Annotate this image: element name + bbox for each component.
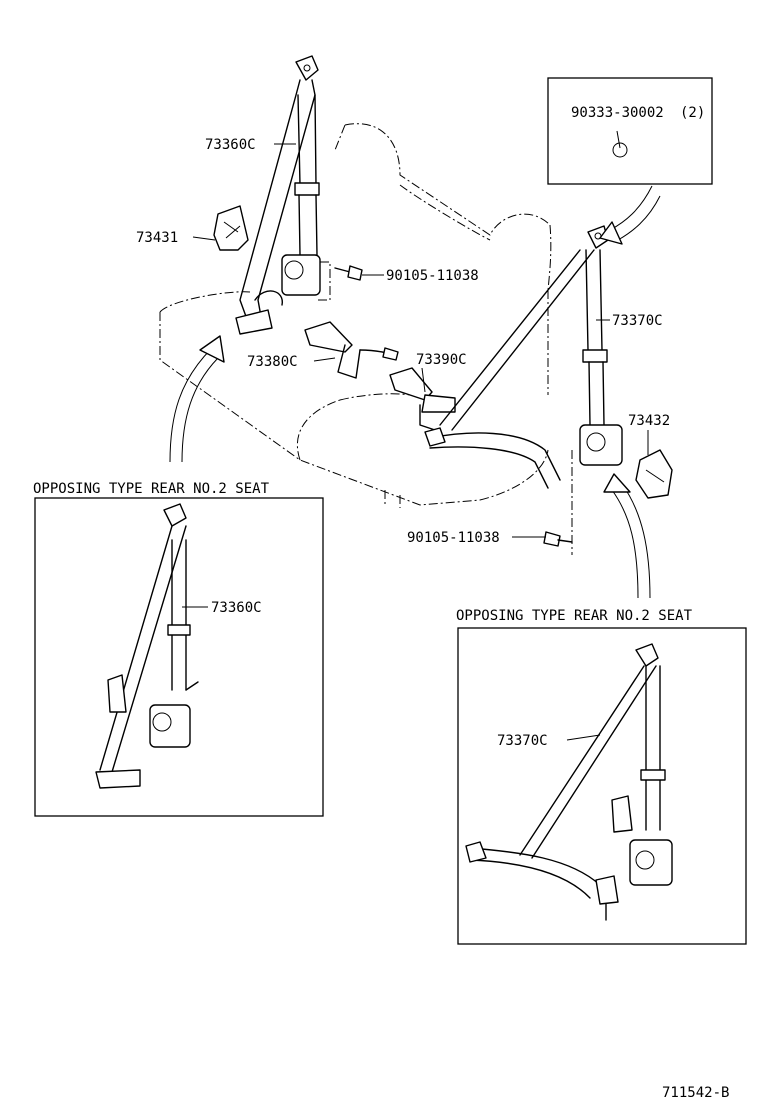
label-bolt-upper: 90105-11038 — [386, 268, 479, 284]
label-73432: 73432 — [628, 413, 670, 429]
belt-cover-73431 — [213, 205, 249, 251]
buckle-73390c — [389, 367, 456, 431]
label-73390c: 73390C — [416, 352, 467, 368]
part-labels: 73360C 73431 90105-11038 73370C 73380C 7… — [33, 105, 729, 1101]
label-73431: 73431 — [136, 230, 178, 246]
inset-part-number: 90333-30002 — [571, 105, 664, 121]
inset-left — [34, 497, 324, 817]
rear-seat-outline — [159, 123, 552, 508]
label-73370c: 73370C — [612, 313, 663, 329]
label-inset-right-belt: 73370C — [497, 733, 548, 749]
inset-right-title: OPPOSING TYPE REAR NO.2 SEAT — [456, 608, 693, 624]
bolt-lower-icon — [543, 531, 573, 547]
diagram-id: 711542-B — [662, 1085, 729, 1101]
label-73360c: 73360C — [205, 137, 256, 153]
seat-belt-assembly-right — [424, 225, 623, 555]
inset-right — [457, 627, 747, 945]
inset-left-title: OPPOSING TYPE REAR NO.2 SEAT — [33, 481, 270, 497]
seat-belt-assembly-left — [235, 55, 331, 335]
buckle-73380c — [304, 321, 399, 379]
inset-part-qty: (2) — [680, 105, 705, 121]
leader-lines — [182, 130, 649, 741]
belt-cover-73432 — [635, 449, 673, 499]
fastener-inset — [547, 77, 713, 185]
label-bolt-lower: 90105-11038 — [407, 530, 500, 546]
bolt-upper-icon — [334, 265, 363, 281]
direction-arrows — [169, 185, 661, 599]
label-73380c: 73380C — [247, 354, 298, 370]
label-inset-left-belt: 73360C — [211, 600, 262, 616]
